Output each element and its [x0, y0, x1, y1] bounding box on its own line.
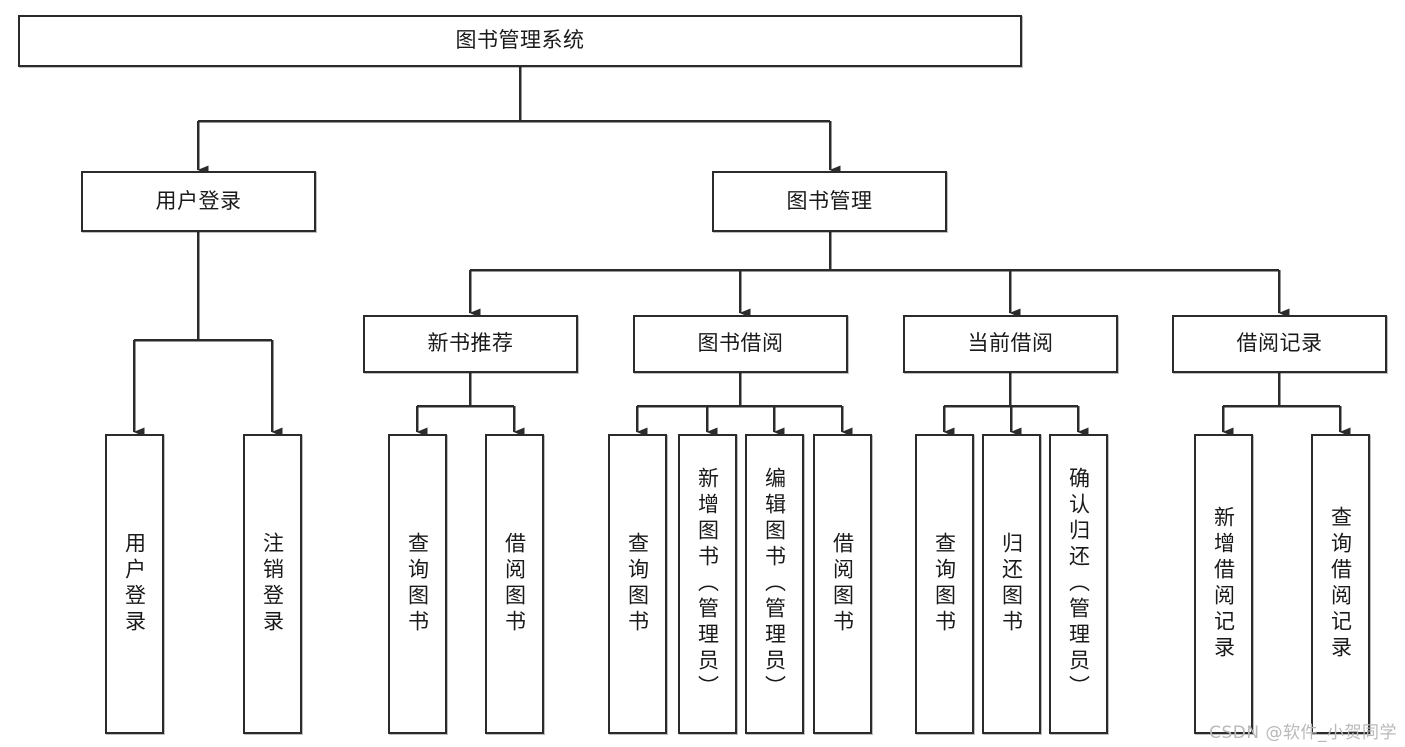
node-label: 图书借阅	[697, 331, 784, 356]
node-label: 编辑图书（管理员）	[762, 467, 787, 701]
node-label: 查询图书	[625, 532, 650, 636]
node-label: 图书管理系统	[455, 28, 585, 53]
node-label: 当前借阅	[967, 331, 1054, 356]
node-leaf-book-borrow-edit[interactable]: 编辑图书（管理员）	[745, 434, 804, 734]
node-user-login[interactable]: 用户登录	[81, 171, 316, 232]
node-label: 图书管理	[786, 188, 873, 213]
node-current-borrow[interactable]: 当前借阅	[903, 315, 1118, 373]
node-leaf-book-borrow-query[interactable]: 查询图书	[608, 434, 667, 734]
node-leaf-current-borrow-confirm[interactable]: 确认归还（管理员）	[1049, 434, 1108, 734]
node-label: 用户登录	[122, 532, 147, 636]
node-borrow-record[interactable]: 借阅记录	[1172, 315, 1387, 373]
node-label: 查询图书	[932, 532, 957, 636]
node-label: 新书推荐	[427, 331, 514, 356]
node-leaf-current-borrow-return[interactable]: 归还图书	[982, 434, 1041, 734]
node-label: 查询借阅记录	[1328, 506, 1353, 662]
node-label: 确认归还（管理员）	[1066, 467, 1091, 701]
node-label: 新增借阅记录	[1211, 506, 1236, 662]
node-label: 注销登录	[260, 532, 285, 636]
node-leaf-new-book-query[interactable]: 查询图书	[388, 434, 447, 734]
node-leaf-book-borrow-borrow[interactable]: 借阅图书	[813, 434, 872, 734]
node-leaf-borrow-record-add[interactable]: 新增借阅记录	[1194, 434, 1253, 734]
node-label: 用户登录	[155, 188, 242, 213]
node-label: 借阅记录	[1236, 331, 1323, 356]
node-book-management[interactable]: 图书管理	[712, 171, 947, 232]
node-leaf-user-login-signin[interactable]: 用户登录	[105, 434, 164, 734]
node-label: 归还图书	[999, 532, 1024, 636]
node-book-borrow[interactable]: 图书借阅	[633, 315, 848, 373]
node-leaf-borrow-record-query[interactable]: 查询借阅记录	[1311, 434, 1370, 734]
node-leaf-new-book-borrow[interactable]: 借阅图书	[485, 434, 544, 734]
node-new-book-recommend[interactable]: 新书推荐	[363, 315, 578, 373]
node-leaf-user-login-signout[interactable]: 注销登录	[243, 434, 302, 734]
node-root-book-management-system[interactable]: 图书管理系统	[18, 15, 1022, 67]
node-label: 新增图书（管理员）	[695, 467, 720, 701]
node-label: 借阅图书	[830, 532, 855, 636]
node-label: 查询图书	[405, 532, 430, 636]
node-leaf-book-borrow-add[interactable]: 新增图书（管理员）	[678, 434, 737, 734]
node-leaf-current-borrow-query[interactable]: 查询图书	[915, 434, 974, 734]
node-label: 借阅图书	[502, 532, 527, 636]
